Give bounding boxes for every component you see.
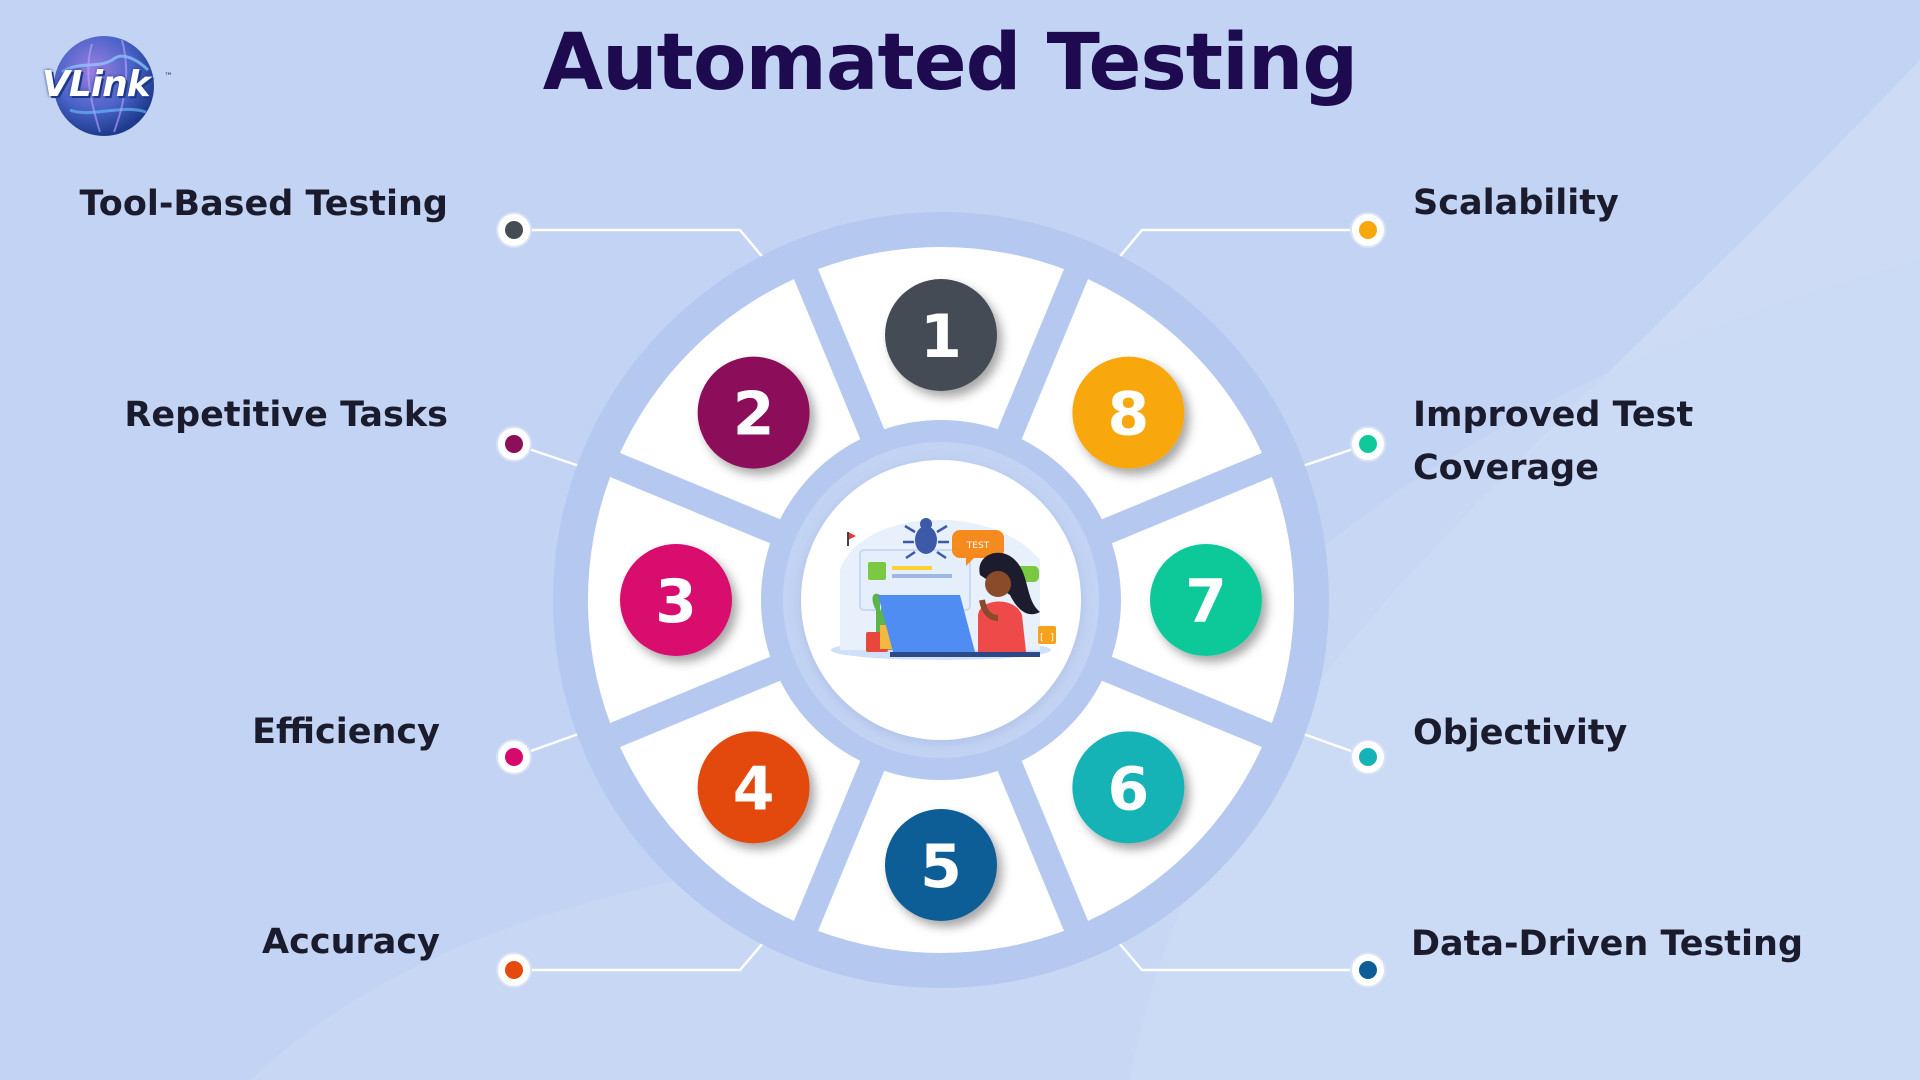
step-label-line: Scalability bbox=[1413, 183, 1619, 223]
step-label-line: Coverage bbox=[1413, 448, 1599, 488]
step-number-7: 7 bbox=[1185, 567, 1227, 637]
step-label-line: Objectivity bbox=[1413, 713, 1628, 753]
step-badge-8 bbox=[1072, 356, 1185, 469]
step-label-1: Tool-Based Testing bbox=[80, 178, 448, 231]
label-dot-5 bbox=[1359, 961, 1377, 979]
step-badge-4 bbox=[697, 731, 810, 844]
vlink-logo bbox=[54, 36, 154, 136]
background-waves bbox=[250, 60, 1920, 1080]
vlink-logo-text: VLink bbox=[42, 64, 151, 105]
step-label-2: Repetitive Tasks bbox=[124, 389, 448, 442]
step-badge-5 bbox=[885, 809, 997, 921]
step-badges: 1 2 3 4 5 6 7 8 bbox=[620, 279, 1262, 921]
label-dot-2 bbox=[505, 435, 523, 453]
step-number-6: 6 bbox=[1108, 754, 1150, 824]
label-dot-3 bbox=[505, 748, 523, 766]
step-badge-2 bbox=[697, 356, 810, 469]
step-number-3: 3 bbox=[655, 567, 697, 637]
trademark-mark: ™ bbox=[164, 72, 173, 82]
label-dot-7 bbox=[1359, 435, 1377, 453]
svg-text:[ ]: [ ] bbox=[1039, 633, 1055, 643]
step-label-6: Objectivity bbox=[1413, 707, 1627, 760]
test-bubble-text: TEST bbox=[966, 541, 990, 551]
step-number-5: 5 bbox=[920, 832, 962, 902]
step-number-8: 8 bbox=[1108, 380, 1150, 450]
step-label-line: Tool-Based Testing bbox=[79, 184, 448, 224]
step-label-4: Accuracy bbox=[262, 916, 440, 969]
step-badge-6 bbox=[1072, 731, 1185, 844]
center-illustration: TEST [ ] bbox=[801, 460, 1081, 740]
step-label-5: Data-Driven Testing bbox=[1411, 918, 1803, 971]
page-title: Automated Testing bbox=[542, 18, 1358, 108]
label-dot-8 bbox=[1359, 221, 1377, 239]
step-label-line: Repetitive Tasks bbox=[124, 395, 448, 435]
step-badge-3 bbox=[620, 544, 732, 656]
step-label-line: Accuracy bbox=[262, 922, 440, 962]
step-label-3: Efficiency bbox=[252, 706, 440, 759]
step-label-line: Efficiency bbox=[252, 712, 440, 752]
tester-laptop-illustration: TEST [ ] bbox=[831, 518, 1056, 660]
step-badge-1 bbox=[885, 279, 997, 391]
label-dot-1 bbox=[505, 221, 523, 239]
step-number-1: 1 bbox=[920, 302, 962, 372]
step-label-line: Data-Driven Testing bbox=[1411, 924, 1804, 964]
step-badge-7 bbox=[1150, 544, 1262, 656]
label-dot-6 bbox=[1359, 748, 1377, 766]
label-dot-4 bbox=[505, 961, 523, 979]
step-number-2: 2 bbox=[733, 380, 775, 450]
step-number-4: 4 bbox=[733, 754, 775, 824]
step-label-line: Improved Test bbox=[1413, 395, 1694, 435]
step-label-8: Scalability bbox=[1413, 177, 1619, 230]
label-dots bbox=[496, 212, 1386, 988]
